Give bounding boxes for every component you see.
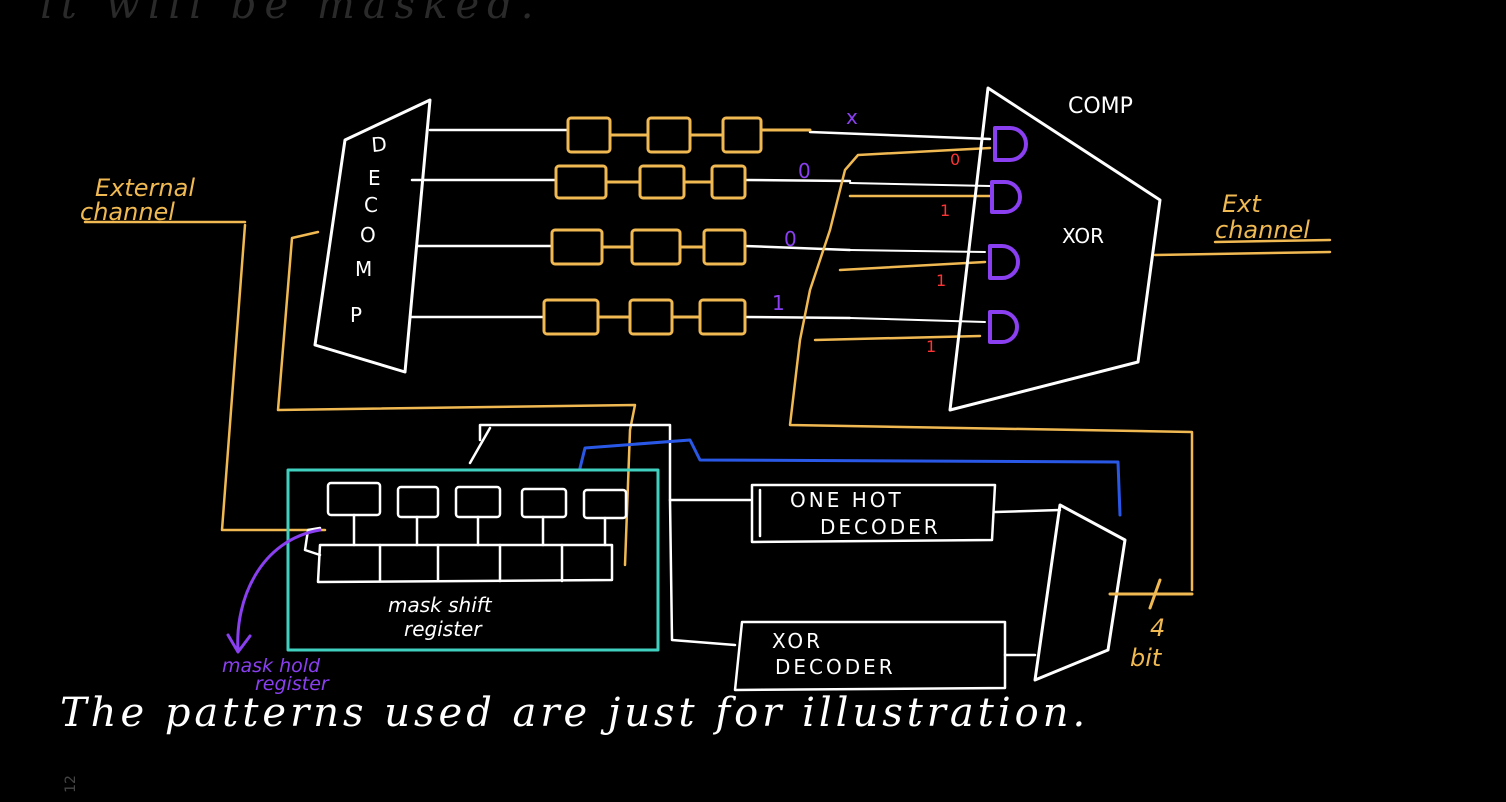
decompressor-block <box>313 98 432 374</box>
mask-select-bus <box>578 438 1122 517</box>
caption-text: The patterns used are just for illustrat… <box>60 690 1090 736</box>
mask-shift-register-cells <box>303 526 614 584</box>
decomp-letter: E <box>368 166 381 190</box>
mask-value-label: 0 <box>798 159 811 183</box>
decoder-select-wires <box>468 423 1062 657</box>
and-gate-icon <box>990 180 1022 214</box>
mask-value-label: 1 <box>772 291 785 315</box>
page-number: 12 <box>62 775 79 793</box>
and-gate-icon <box>988 310 1019 344</box>
comp-input-label: 0 <box>950 150 960 169</box>
output-mux <box>1033 503 1127 682</box>
one-hot-decoder-box <box>750 483 997 544</box>
mask-wires <box>788 146 1194 592</box>
decomp-letter: D <box>370 132 387 157</box>
compressor-block <box>948 86 1162 412</box>
scan-flops <box>542 116 812 336</box>
ext-channel-out-label-1: Ext <box>1222 190 1262 218</box>
arrow-down-icon <box>226 528 322 654</box>
faded-header-text: it will be masked. <box>40 0 542 28</box>
bus-width-label-1: 4 <box>1150 614 1165 642</box>
xor-decoder-label-2: DECODER <box>775 655 896 679</box>
decomp-letter: C <box>364 193 378 217</box>
mask-shift-register-box <box>286 468 660 652</box>
mask-shift-register-label-1: mask shift <box>388 593 493 617</box>
mask-shift-register-label-2: register <box>404 617 483 641</box>
mask-hold-register-label-1: mask hold <box>222 655 321 677</box>
xor-decoder-box <box>733 620 1007 692</box>
one-hot-decoder-label-2: DECODER <box>820 515 941 539</box>
gate-input-wires <box>849 182 991 323</box>
external-channel-in-wire <box>83 220 327 532</box>
external-channel-in-label-2: channel <box>80 198 175 226</box>
mask-hold-register-label-2: register <box>255 673 330 695</box>
scan-chain-wires <box>408 128 992 320</box>
comp-input-label: 1 <box>940 201 950 220</box>
mask-value-label: 0 <box>784 227 797 251</box>
and-gate-icon <box>993 126 1028 162</box>
and-gate-icon <box>988 244 1020 280</box>
comp-input-label: 1 <box>936 271 946 290</box>
xor-decoder-label-1: XOR <box>772 629 823 653</box>
mask-hold-register-cells <box>326 481 628 547</box>
decomp-letter: O <box>360 223 376 247</box>
ext-channel-out-label-2: channel <box>1215 216 1310 244</box>
decomp-feedback-wire <box>276 230 637 567</box>
comp-label: COMP <box>1068 94 1133 119</box>
mask-value-label: x <box>846 105 858 129</box>
one-hot-decoder-label-1: ONE HOT <box>790 488 904 512</box>
decomp-letter: M <box>355 257 372 281</box>
decomp-letter: P <box>350 303 362 327</box>
external-channel-in-label-1: External <box>95 174 195 202</box>
xor-label: XOR <box>1062 224 1104 248</box>
ext-channel-out-wire <box>1153 250 1332 257</box>
comp-input-label: 1 <box>926 337 936 356</box>
bus-width-label-2: bit <box>1130 644 1163 672</box>
